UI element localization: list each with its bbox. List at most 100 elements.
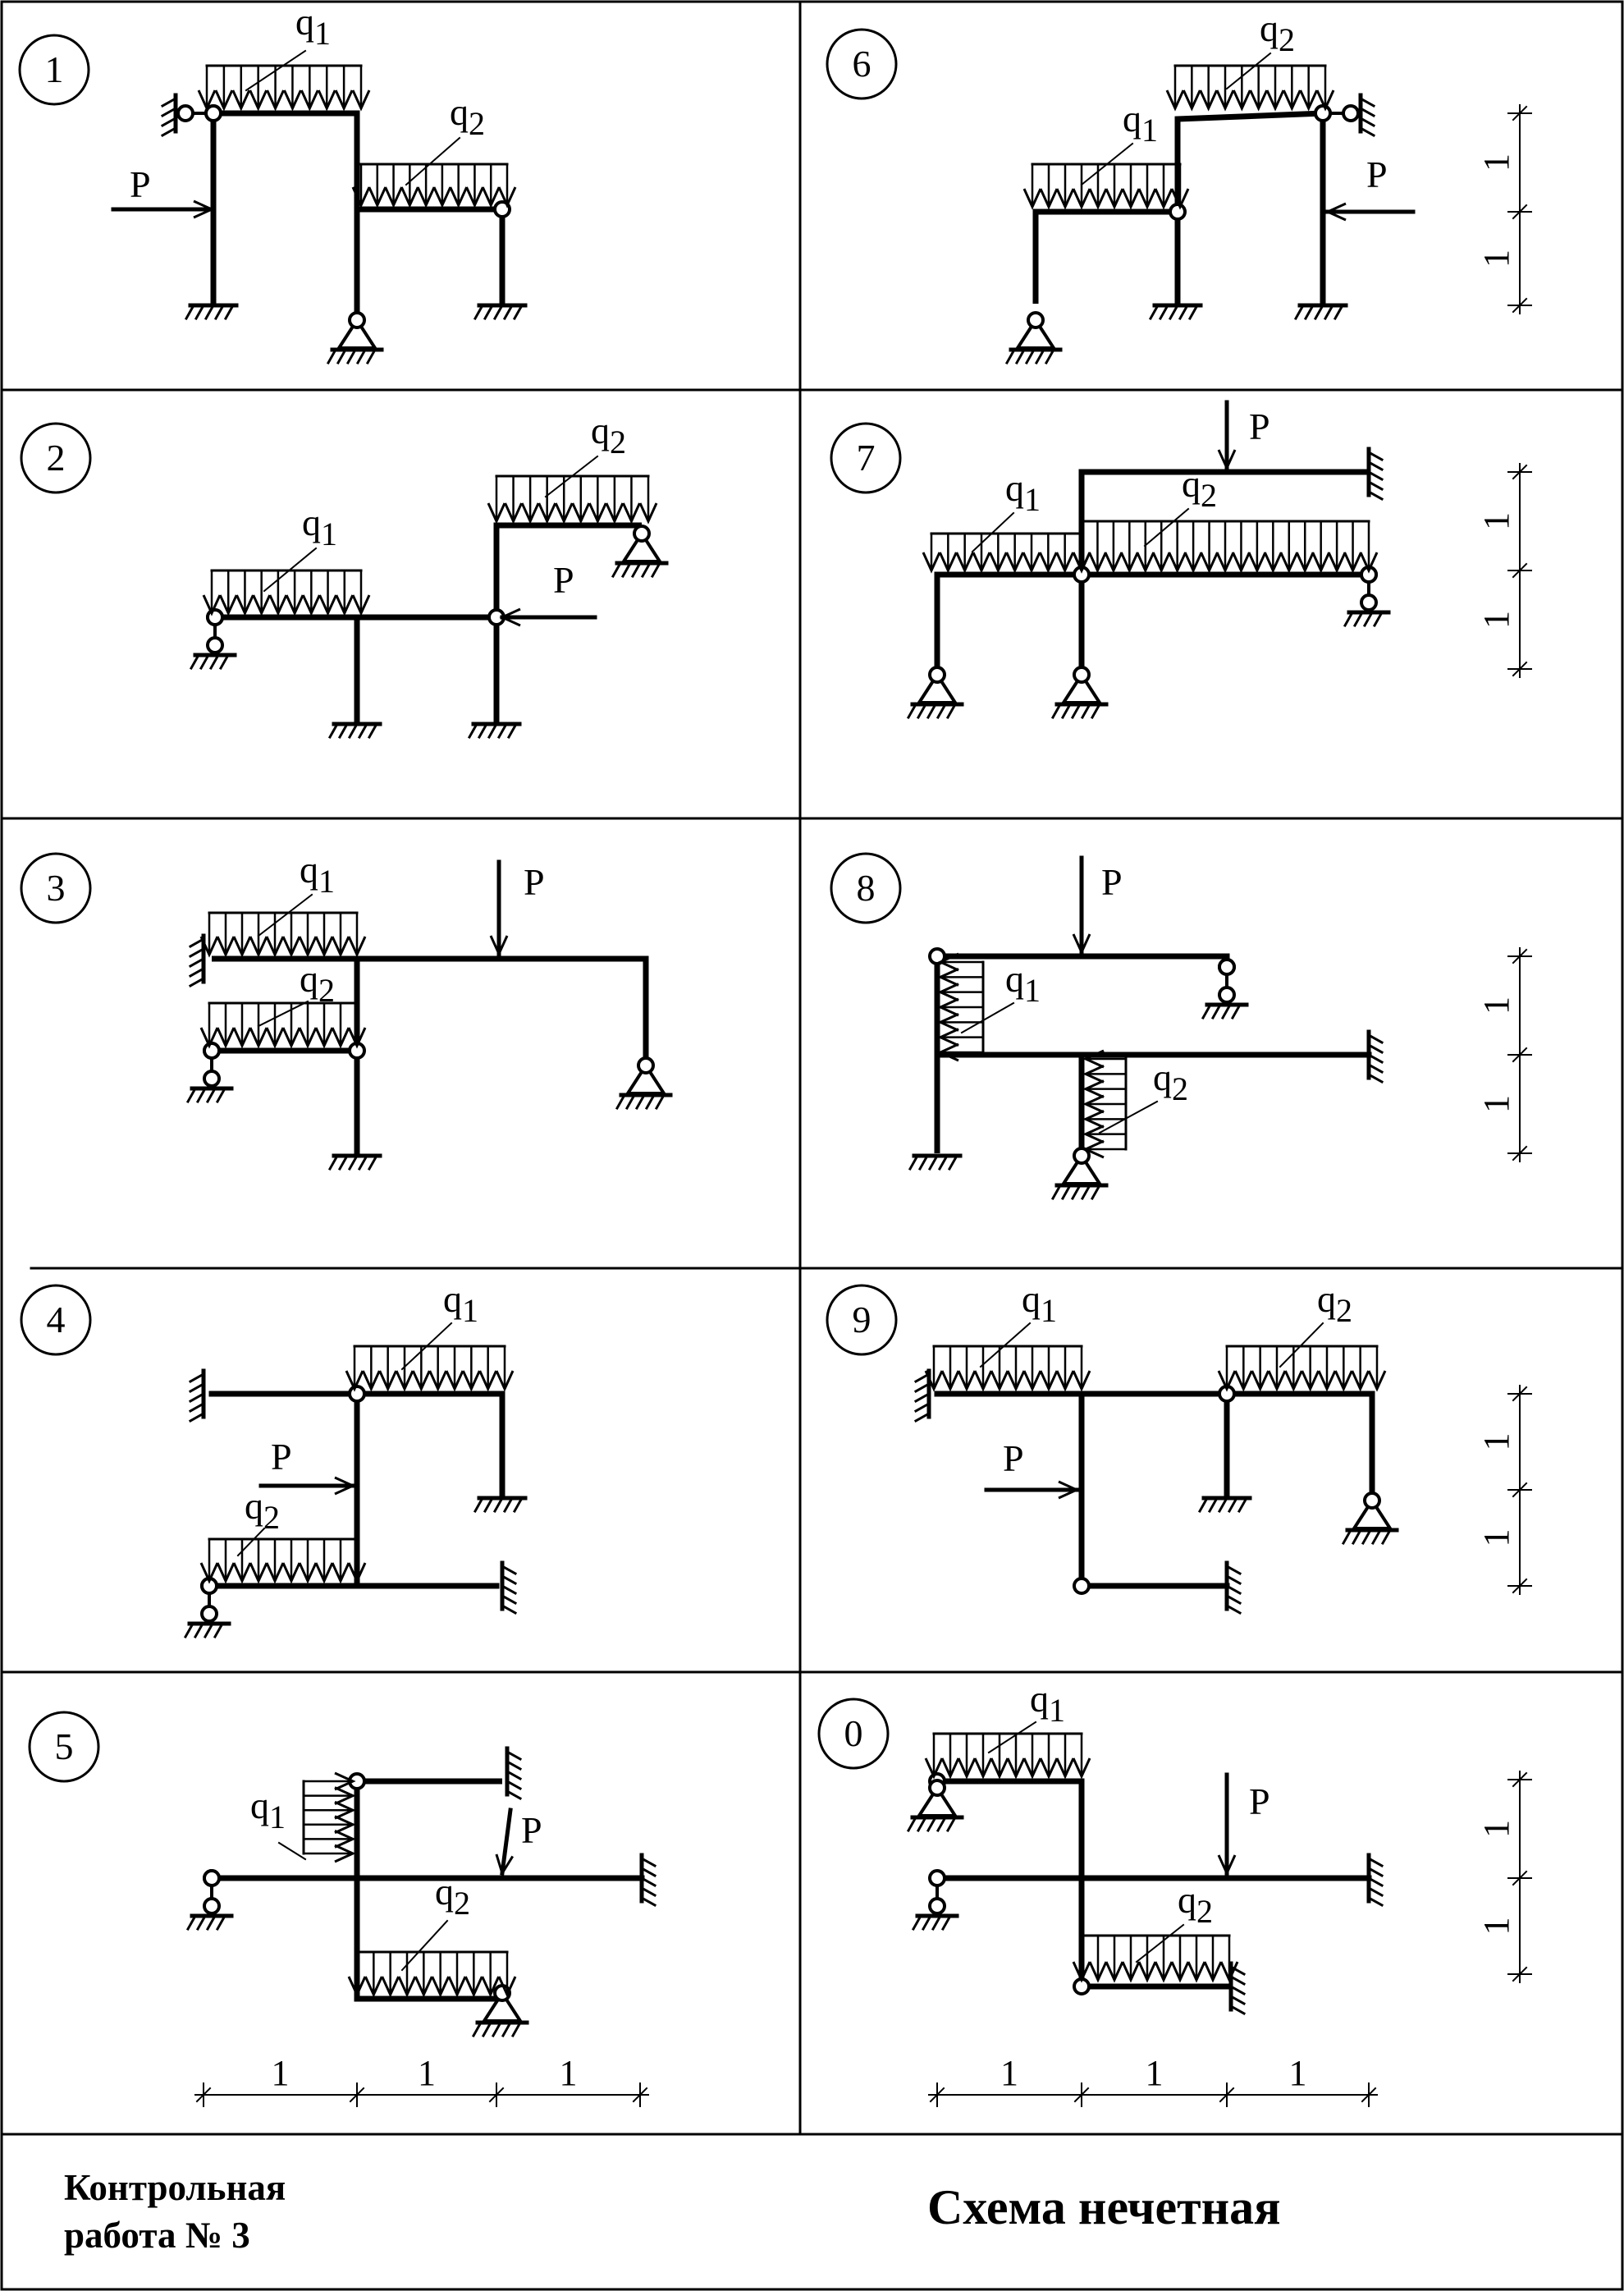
hinge-icon <box>633 525 651 543</box>
fixed-support-icon <box>1293 303 1348 321</box>
hatch-stroke <box>1351 1528 1363 1546</box>
ground-hatch-icon <box>639 1853 657 1908</box>
scheme-number-badge: 0 <box>817 1698 890 1770</box>
dim-tick <box>632 2087 648 2103</box>
arrow-head <box>1088 188 1108 210</box>
dim-tick <box>1512 204 1528 220</box>
hatch-stroke <box>1333 303 1345 321</box>
arrow-head <box>265 1562 285 1584</box>
force-arrow <box>984 1480 1080 1500</box>
arrow-head <box>937 983 959 1002</box>
hatch-stroke <box>1070 1183 1082 1201</box>
hatch-stroke <box>1237 1496 1249 1514</box>
dimension-line: 11 <box>1476 1385 1532 1595</box>
arrow-head <box>1215 552 1235 574</box>
distributed-load <box>197 64 371 112</box>
dim-tick <box>1512 661 1528 677</box>
hinge-icon <box>1363 1491 1381 1510</box>
arrow-head <box>1299 89 1319 112</box>
frame-member <box>212 955 649 1063</box>
hatch-stroke <box>913 1411 931 1423</box>
arrow-head <box>937 997 959 1017</box>
arrow-head <box>414 1976 433 1998</box>
load-label-q2: q2 <box>1178 1879 1213 1930</box>
arrow-head <box>554 502 574 525</box>
hatch-stroke <box>945 702 958 720</box>
hatch-stroke <box>1080 1183 1092 1201</box>
dim-tick <box>349 2087 365 2103</box>
pin-support-icon <box>1341 1491 1399 1546</box>
hatch-stroke <box>650 561 662 579</box>
distributed-load <box>199 1537 367 1584</box>
hatch-stroke <box>1060 702 1073 720</box>
hinge-icon <box>1073 1147 1091 1165</box>
hatch-stroke <box>1343 610 1355 628</box>
arrow-head <box>347 1562 367 1584</box>
label-leader <box>1080 142 1134 186</box>
load-label-p: P <box>1249 1780 1270 1822</box>
hatch-stroke <box>1366 1885 1384 1898</box>
hinge-icon <box>203 1897 221 1915</box>
fixed-support-icon <box>188 933 206 988</box>
distributed-load <box>1217 1345 1387 1392</box>
arrow-head <box>351 186 371 208</box>
arrow-head <box>1154 1961 1173 1983</box>
fixed-support-icon <box>1366 447 1384 502</box>
ground-hatch-icon <box>189 653 237 671</box>
label-leader <box>263 547 318 593</box>
dim-tick <box>1512 1047 1528 1063</box>
arrow-head <box>300 89 319 112</box>
arrow-head <box>1151 552 1171 574</box>
fixed-support-icon <box>467 722 522 740</box>
hatch-stroke <box>188 1372 206 1384</box>
arrow-head <box>937 1042 959 1062</box>
dim-tick <box>929 2087 945 2103</box>
hatch-stroke <box>913 1391 931 1404</box>
hinge-icon <box>928 947 946 965</box>
hatch-stroke <box>916 1815 928 1833</box>
label-leader <box>277 1841 307 1861</box>
hatch-stroke <box>906 702 918 720</box>
hatch-stroke <box>505 1779 523 1791</box>
label-leader <box>1143 507 1190 548</box>
hatch-stroke <box>1224 1574 1242 1586</box>
arrow-head <box>1055 188 1075 210</box>
arrow-head <box>973 1757 993 1780</box>
hinge-icon <box>203 1070 221 1088</box>
hatch-stroke <box>185 1913 198 1931</box>
hatch-stroke <box>188 1411 206 1423</box>
arrow-head <box>334 1786 356 1805</box>
hatch-stroke <box>203 1621 215 1639</box>
ground-hatch-icon <box>185 1913 234 1931</box>
force-shaft <box>500 1808 513 1876</box>
hatch-stroke <box>1372 610 1384 628</box>
ground-hatch-icon <box>1004 347 1063 365</box>
scheme-number-badge: 2 <box>20 422 92 494</box>
hatch-stroke <box>1220 1002 1233 1020</box>
label-leader <box>236 1527 266 1557</box>
hatch-stroke <box>500 1574 518 1586</box>
hatch-stroke <box>1034 347 1046 365</box>
work-title-line2: работа № 3 <box>64 2215 250 2256</box>
load-label-q1: q1 <box>300 849 335 900</box>
dim-tick <box>1512 948 1528 965</box>
hatch-stroke <box>908 1153 920 1171</box>
arrow-head <box>1232 552 1251 574</box>
arrow-head <box>988 552 1008 574</box>
dim-tick <box>1512 1482 1528 1498</box>
hatch-stroke <box>1224 1564 1242 1576</box>
hatch-stroke <box>188 1381 206 1394</box>
hatch-stroke <box>1366 1856 1384 1868</box>
arrow-head <box>1279 552 1299 574</box>
scheme-number: 5 <box>55 1725 74 1767</box>
hatch-stroke <box>1227 1496 1239 1514</box>
hatch-stroke <box>936 1815 948 1833</box>
arrow-head <box>1247 552 1267 574</box>
dim-tick <box>1512 105 1528 121</box>
arrow-head <box>1334 1370 1353 1392</box>
hatch-stroke <box>160 126 178 138</box>
badge-circle <box>20 852 92 924</box>
